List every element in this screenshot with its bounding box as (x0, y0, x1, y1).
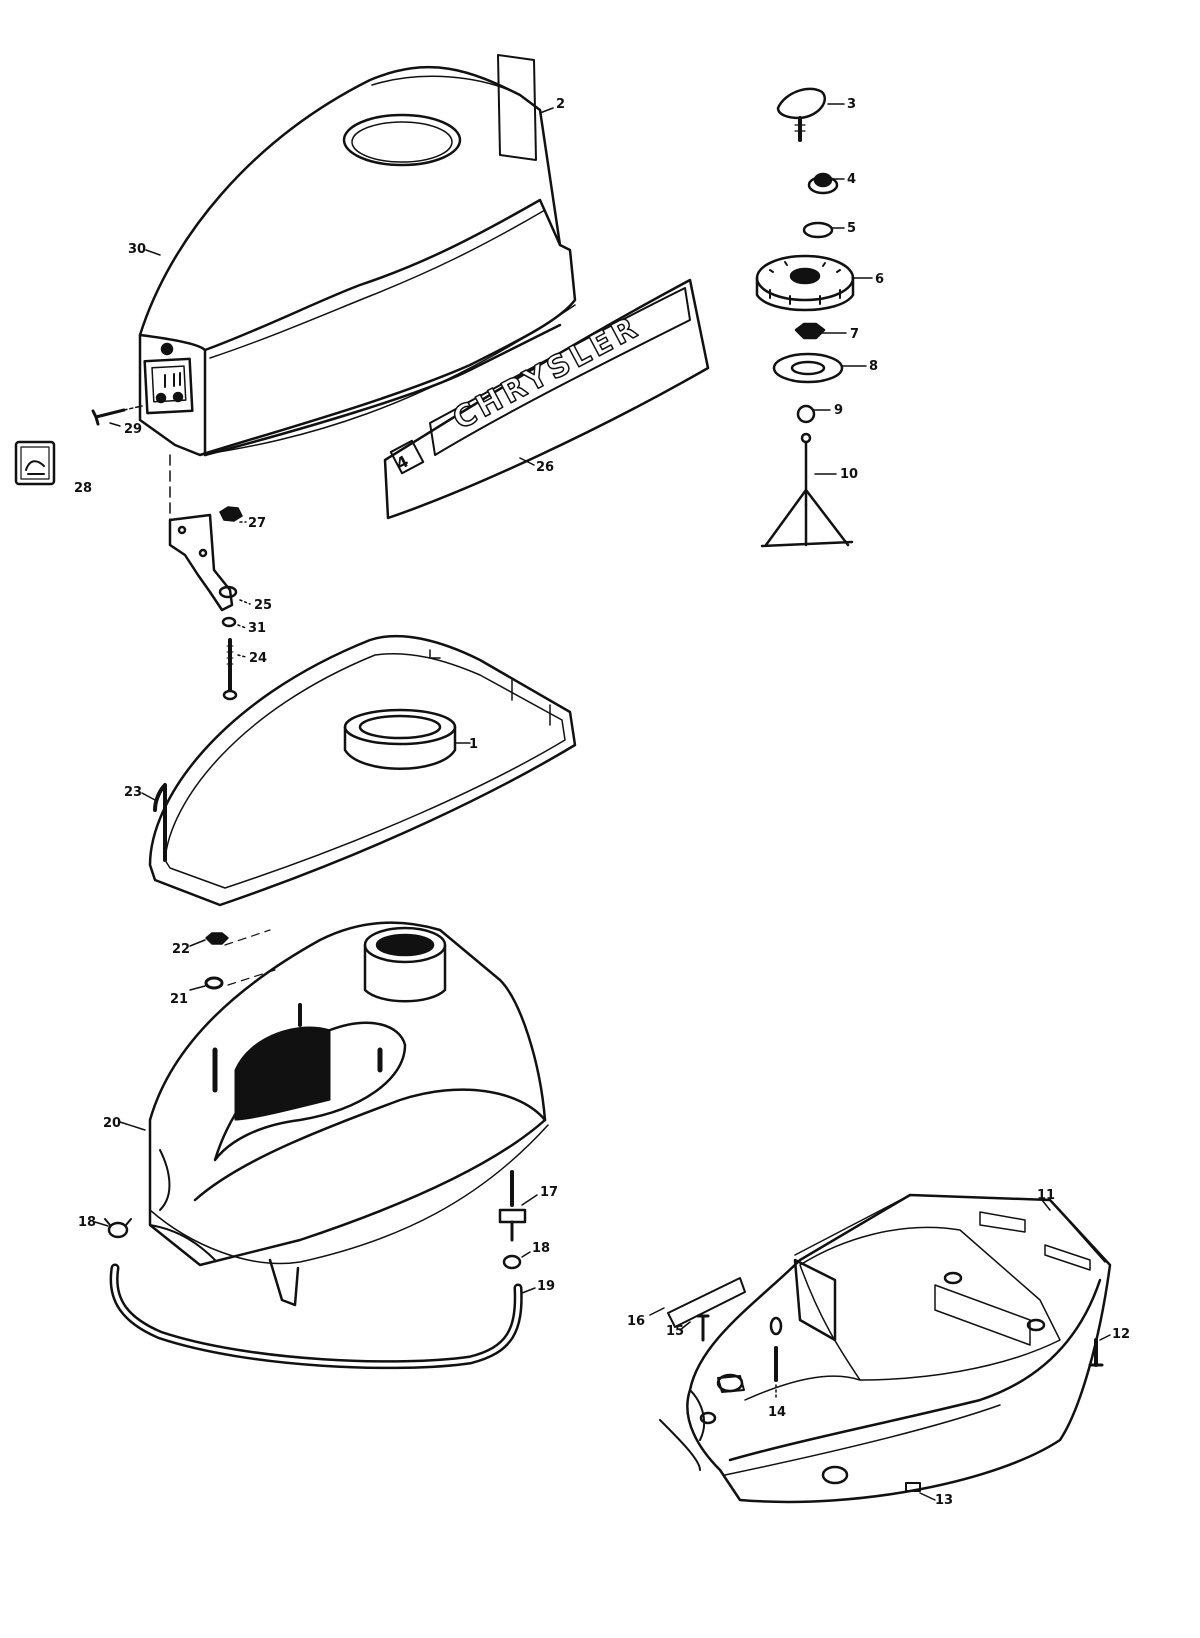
callout-8: 8 (869, 359, 878, 374)
callout-18-right: 18 (532, 1241, 550, 1256)
callout-2: 2 (556, 97, 565, 112)
callout-9: 9 (834, 403, 843, 418)
screw-part-15 (696, 1314, 710, 1342)
ring-part-1 (343, 708, 457, 770)
bracket-rod-part-10 (760, 432, 854, 548)
callout-14: 14 (768, 1405, 786, 1420)
filter-part-6 (755, 254, 855, 312)
callout-26: 26 (536, 460, 554, 475)
knob-part-3 (776, 87, 826, 142)
callout-13: 13 (935, 1493, 953, 1508)
callout-24: 24 (249, 651, 267, 666)
stud-part-14 (769, 1316, 783, 1382)
callout-1: 1 (469, 737, 478, 752)
callout-25: 25 (254, 598, 272, 613)
lower-pan-part-11 (659, 1193, 1112, 1504)
ring-part-9 (796, 404, 816, 424)
callout-29: 29 (124, 422, 142, 437)
decal-part-16 (667, 1277, 746, 1328)
leader-lines (94, 103, 1111, 1501)
nut-part-7 (794, 322, 826, 340)
callout-11: 11 (1037, 1188, 1055, 1203)
bracket-part-25 (168, 454, 238, 612)
screw-part-29 (91, 405, 143, 426)
callout-31: 31 (248, 621, 266, 636)
callout-5: 5 (847, 221, 856, 236)
cowl-base-part-20 (148, 921, 549, 1307)
callout-10: 10 (840, 467, 858, 482)
callout-23: 23 (124, 785, 142, 800)
clip-part-18-left (104, 1218, 132, 1239)
grommet-part-4 (807, 172, 839, 195)
callout-19: 19 (537, 1279, 555, 1294)
top-cowl-part-30 (138, 65, 577, 457)
callout-16: 16 (627, 1314, 645, 1329)
callout-27: 27 (248, 516, 266, 531)
stud-part-17 (498, 1170, 527, 1242)
callout-12: 12 (1112, 1327, 1130, 1342)
chrysler-decal-part-26: CHRYSLER 4 (383, 278, 710, 520)
callout-30: 30 (128, 242, 146, 257)
gasket-part-23 (148, 634, 577, 907)
callout-18-left: 18 (78, 1215, 96, 1230)
callout-22: 22 (172, 942, 190, 957)
callout-20: 20 (103, 1116, 121, 1131)
screw-part-12 (1088, 1338, 1104, 1367)
callout-17: 17 (540, 1185, 558, 1200)
clip-part-18-right (502, 1254, 522, 1270)
hose-part-19 (109, 1263, 523, 1370)
bolt-part-24 (222, 638, 238, 701)
plate-part-13 (905, 1482, 921, 1492)
callout-21: 21 (170, 992, 188, 1007)
nut-part-27 (219, 506, 243, 522)
callout-28: 28 (74, 481, 92, 496)
washer-part-21 (204, 976, 224, 990)
decal-part-2 (497, 54, 537, 161)
washer-part-8 (772, 352, 844, 384)
nut-part-22 (205, 932, 229, 945)
washer-part-31 (221, 616, 237, 628)
callout-6: 6 (875, 272, 884, 287)
badge-part-28 (14, 440, 56, 486)
callout-4: 4 (847, 172, 856, 187)
callout-3: 3 (847, 97, 856, 112)
callout-15: 15 (666, 1324, 684, 1339)
callout-7: 7 (850, 327, 859, 342)
o-ring-part-5 (802, 221, 834, 239)
